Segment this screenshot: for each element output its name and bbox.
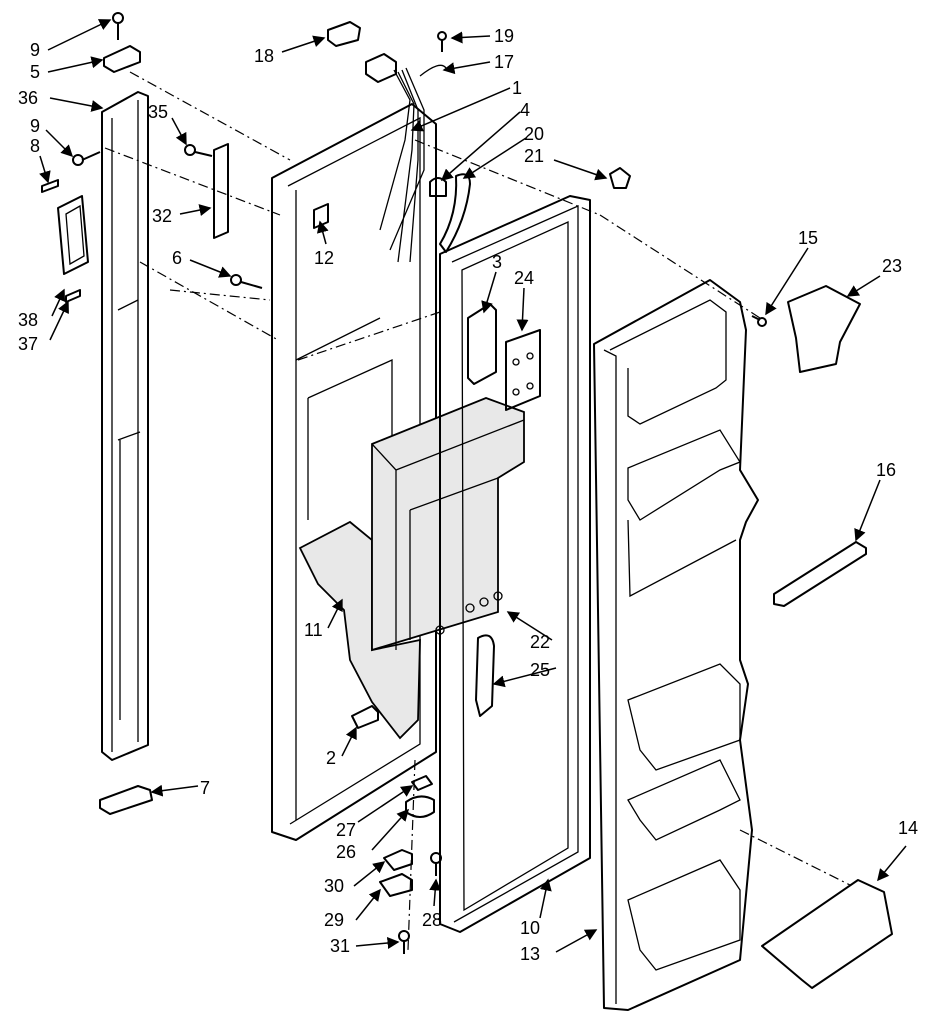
screw-6 (230, 274, 263, 289)
screw-9-top (112, 12, 124, 40)
callout-3: 3 (492, 252, 502, 272)
callout-38: 38 (18, 310, 38, 330)
small-label-8 (41, 179, 59, 193)
screw-9-side (72, 151, 101, 166)
tube-25 (475, 634, 495, 717)
cap-21 (609, 167, 631, 189)
callout-31: 31 (330, 936, 350, 956)
callout-5: 5 (30, 62, 40, 82)
trim-16 (773, 541, 867, 607)
screw-15 (751, 315, 767, 327)
handle-plate (57, 195, 89, 275)
callout-26: 26 (336, 842, 356, 862)
callout-28: 28 (422, 910, 442, 930)
hinge-30 (383, 849, 413, 871)
callout-20: 20 (524, 124, 544, 144)
callout-37: 37 (18, 334, 38, 354)
callout-9-top: 9 (30, 40, 40, 60)
screw-35 (184, 144, 213, 157)
small-label-37 (65, 289, 81, 303)
grommet-4 (429, 177, 447, 197)
callout-10: 10 (520, 918, 540, 938)
callout-8: 8 (30, 136, 40, 156)
callout-6: 6 (172, 248, 182, 268)
wire-harness (365, 53, 447, 263)
callout-19: 19 (494, 26, 514, 46)
chute-23 (787, 285, 861, 373)
callout-25: 25 (530, 660, 550, 680)
door-shelf-14 (761, 879, 893, 989)
tube-20 (439, 173, 471, 253)
door-gasket (439, 195, 591, 933)
screw-19 (437, 31, 447, 52)
bracket-3 (467, 303, 497, 385)
hinge-strip-32 (213, 143, 229, 239)
callout-4: 4 (520, 100, 530, 120)
callout-27: 27 (336, 820, 356, 840)
callout-35: 35 (148, 102, 168, 122)
callout-11: 11 (304, 620, 323, 640)
callout-30: 30 (324, 876, 344, 896)
callout-12: 12 (314, 248, 334, 268)
screw-31 (398, 930, 410, 954)
callout-7: 7 (200, 778, 210, 798)
left-trim-strip (101, 91, 149, 761)
callout-2: 2 (326, 748, 336, 768)
callout-14: 14 (898, 818, 918, 838)
callout-22: 22 (530, 632, 550, 652)
leader-lines (39, 19, 907, 953)
hinge-26 (405, 795, 435, 818)
dispenser-housing (371, 397, 525, 652)
callout-32: 32 (152, 206, 172, 226)
callout-18: 18 (254, 46, 274, 66)
callout-1: 1 (512, 78, 522, 98)
inner-door-liner (593, 279, 759, 1011)
plate-24 (505, 329, 541, 411)
switch-2 (351, 705, 379, 729)
callout-29: 29 (324, 910, 344, 930)
callout-9-side: 9 (30, 116, 40, 136)
callout-24: 24 (514, 268, 534, 288)
connector-18 (327, 21, 361, 47)
bracket-7 (99, 785, 153, 815)
callout-36: 36 (18, 88, 38, 108)
callout-labels: 9 5 36 9 8 35 32 6 38 37 7 18 19 17 1 4 … (18, 26, 918, 964)
callout-17: 17 (494, 52, 514, 72)
callout-15: 15 (798, 228, 818, 248)
callout-21: 21 (524, 146, 544, 166)
bracket-5 (103, 45, 141, 73)
hinge-washer-27 (411, 775, 433, 791)
callout-23: 23 (882, 256, 902, 276)
callout-13: 13 (520, 944, 540, 964)
hinge-29 (379, 873, 413, 897)
callout-16: 16 (876, 460, 896, 480)
